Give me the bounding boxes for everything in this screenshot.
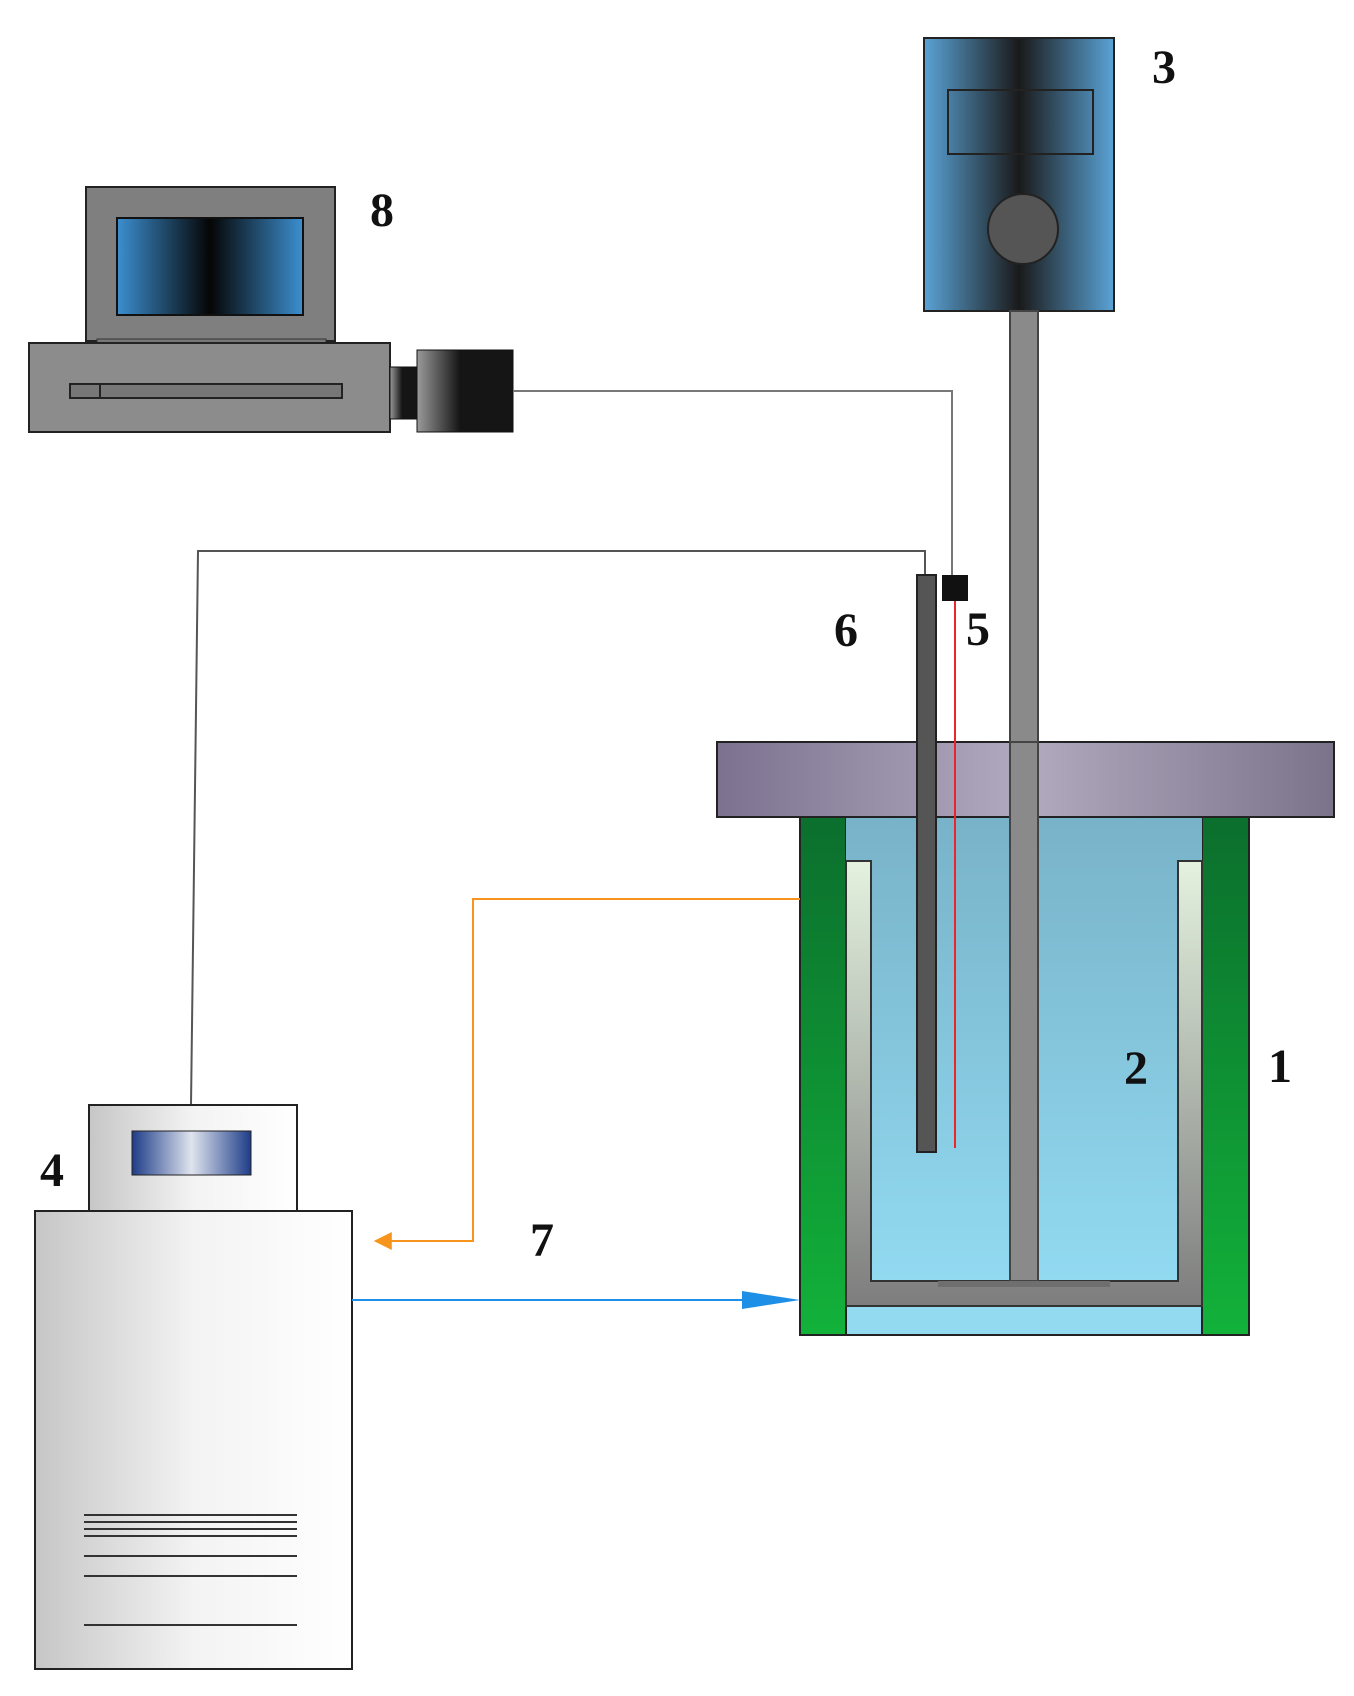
camera-body — [416, 349, 514, 433]
jacketed-vessel — [716, 741, 1335, 1336]
jacket-wall-right — [1201, 813, 1250, 1336]
jacket-bottom — [845, 1305, 1203, 1336]
stirrer-blade — [938, 1281, 1110, 1287]
thermostat-vent-lines — [84, 1514, 297, 1626]
thermostat-icon — [34, 1104, 353, 1670]
label-7-circulation: 7 — [530, 1214, 554, 1267]
thermostat-cable — [190, 550, 926, 1106]
supply-arrow-head — [742, 1291, 800, 1309]
stirrer-motor-icon — [923, 37, 1115, 312]
sensor-head — [942, 575, 968, 601]
label-5-sensor: 5 — [966, 603, 990, 656]
stirrer-shaft-inner — [1009, 741, 1039, 1282]
vessel-inner-wall — [845, 860, 1203, 1307]
label-2-vessel: 2 — [1124, 1042, 1148, 1095]
camera-icon — [389, 349, 514, 433]
motor-housing — [923, 37, 1115, 312]
jacket-wall-left — [799, 813, 847, 1336]
camera-cable — [513, 390, 953, 575]
disk-drive-slot — [69, 383, 343, 399]
electrode-probe — [916, 574, 937, 1153]
return-line-orange — [373, 898, 800, 1250]
monitor-screen — [116, 217, 304, 316]
motor-knob — [987, 193, 1059, 265]
label-6-electrode: 6 — [834, 604, 858, 657]
label-3-stirrer-motor: 3 — [1152, 41, 1176, 94]
label-8-computer: 8 — [370, 184, 394, 237]
camera-mount — [389, 366, 418, 420]
thermostat-display — [131, 1130, 252, 1176]
computer-icon — [28, 186, 391, 433]
label-1-jacket: 1 — [1268, 1040, 1292, 1093]
thermostat-body — [34, 1210, 353, 1670]
label-4-thermostat: 4 — [40, 1144, 64, 1197]
motor-display — [947, 89, 1094, 155]
